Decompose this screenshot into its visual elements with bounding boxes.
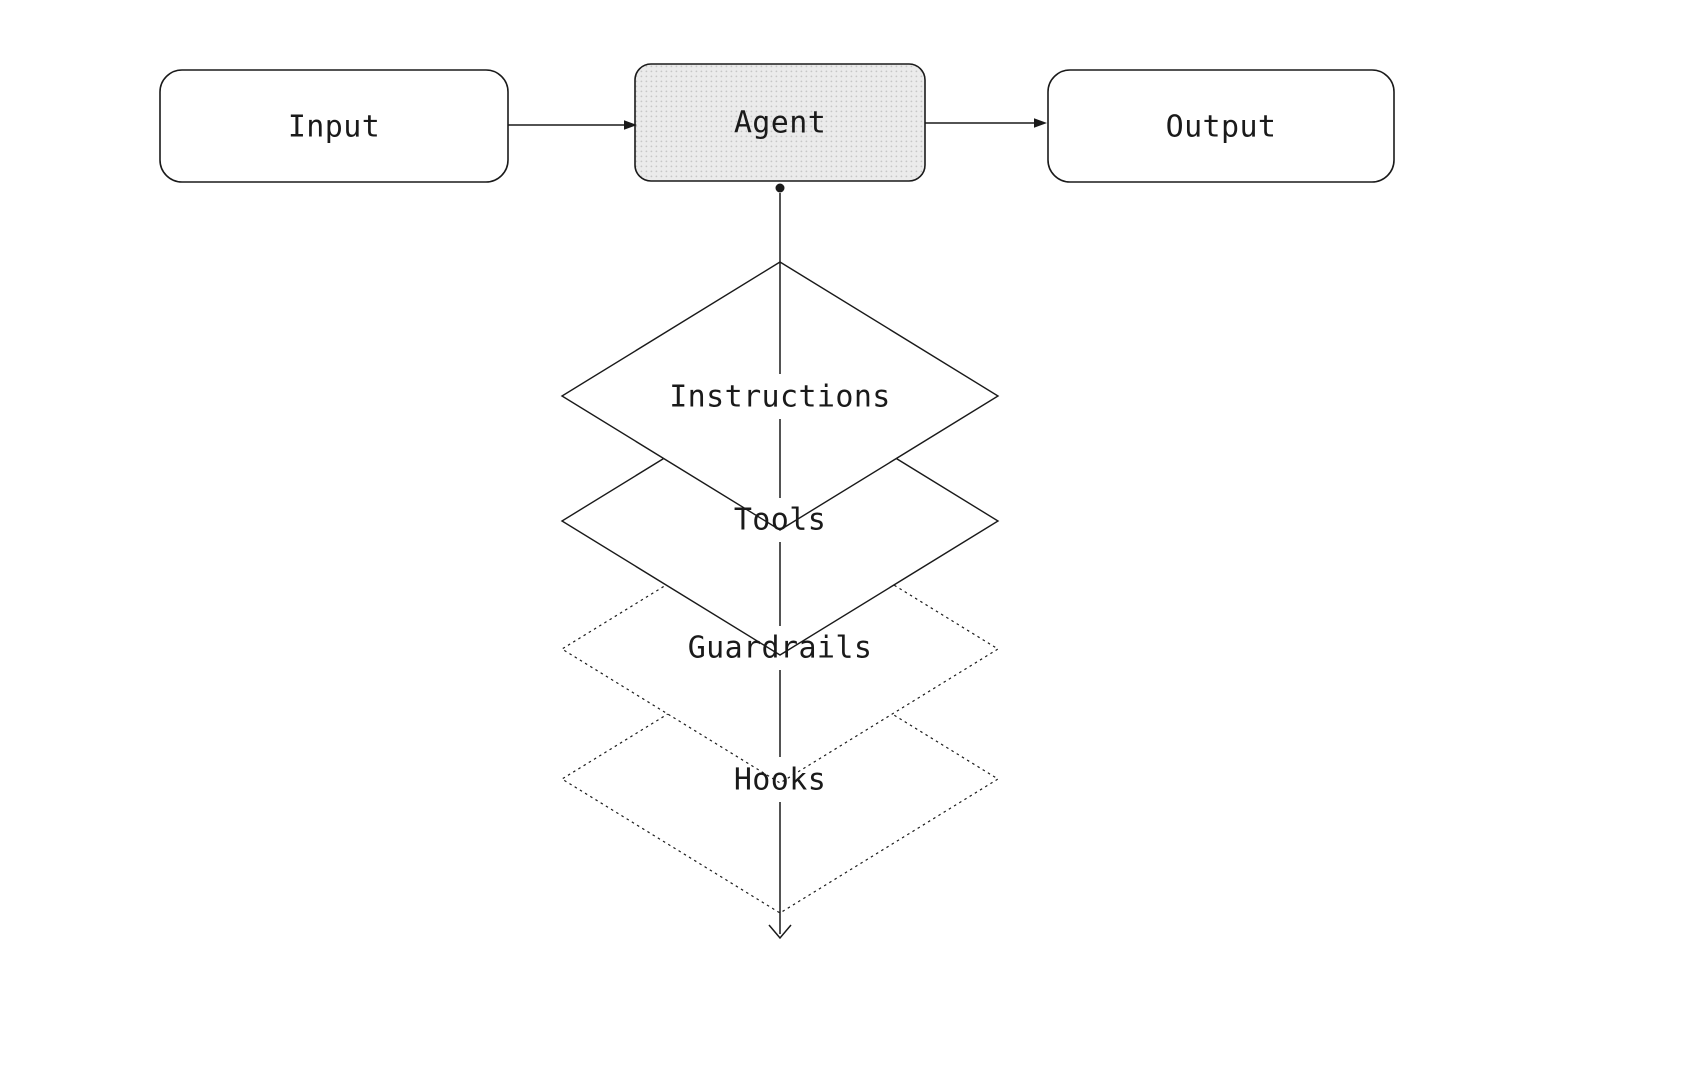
input-node-box bbox=[159, 69, 509, 183]
arrow-right-icon bbox=[1034, 118, 1047, 128]
layer-diamond-instructions bbox=[560, 261, 1000, 531]
layer-label-instructions: Instructions bbox=[669, 380, 891, 415]
output-node-box bbox=[1047, 69, 1395, 183]
agent-node-label: Agent bbox=[734, 106, 826, 141]
arrow-agent-to-output bbox=[925, 118, 1047, 128]
layer-label-hooks: Hooks bbox=[734, 763, 826, 798]
input-node-label: Input bbox=[288, 110, 380, 145]
connector-dot bbox=[775, 183, 785, 193]
arrow-down-icon bbox=[768, 924, 792, 940]
output-node-label: Output bbox=[1166, 110, 1277, 145]
layer-label-guardrails: Guardrails bbox=[688, 631, 873, 666]
arrow-right-icon bbox=[624, 120, 637, 130]
arrow-input-to-agent bbox=[508, 120, 637, 130]
layer-label-tools: Tools bbox=[734, 503, 826, 538]
